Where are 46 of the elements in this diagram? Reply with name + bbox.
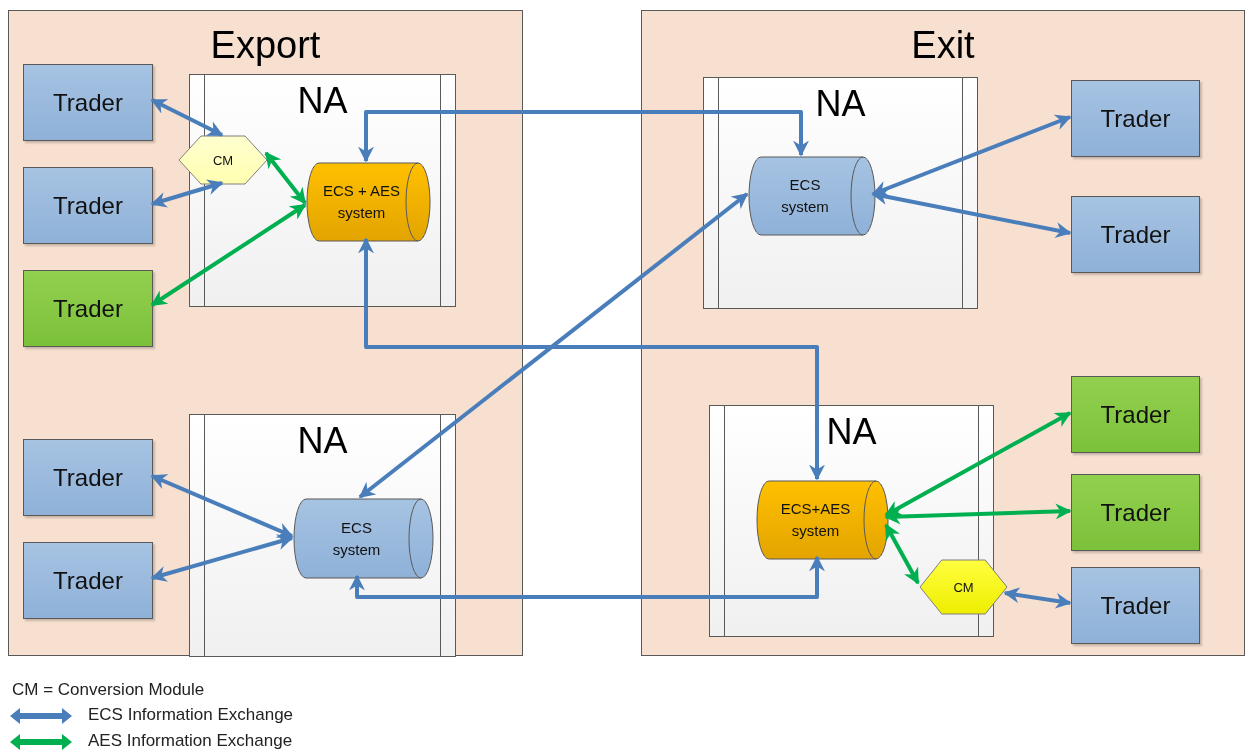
- arrow: [884, 503, 1072, 525]
- authority-box: [189, 74, 456, 307]
- box-heading: NA: [296, 81, 349, 121]
- system-cylinder: ECS + AES system: [307, 163, 430, 241]
- legend-note: CM = Conversion Module: [12, 680, 205, 700]
- trader-box: Trader: [23, 542, 153, 619]
- trader-box: Trader: [1071, 567, 1200, 644]
- trader-box: Trader: [1071, 474, 1200, 551]
- arrow: [264, 151, 307, 205]
- panel-title: Exit: [910, 23, 976, 67]
- region-panel: [641, 10, 1245, 656]
- system-cylinder: ECS system: [294, 499, 433, 578]
- arrow: [358, 237, 825, 481]
- trader-box: Trader: [23, 439, 153, 516]
- arrow: [150, 203, 307, 307]
- trader-box: Trader: [1071, 376, 1200, 453]
- module-hexagon: CM: [179, 136, 267, 184]
- module-hexagon: CM: [920, 560, 1007, 614]
- arrow: [1003, 587, 1072, 609]
- arrow: [150, 534, 294, 582]
- authority-box: [703, 77, 978, 309]
- box-heading: NA: [825, 412, 878, 452]
- arrow: [150, 474, 294, 538]
- authority-box: [189, 414, 456, 657]
- trader-box: Trader: [23, 64, 153, 141]
- arrow: [884, 523, 920, 585]
- system-cylinder: ECS system: [749, 157, 875, 235]
- region-panel: [8, 10, 523, 656]
- arrow: [871, 188, 1072, 239]
- box-heading: NA: [296, 421, 349, 461]
- trader-box: Trader: [23, 270, 153, 347]
- system-cylinder: ECS+AES system: [757, 481, 888, 559]
- box-heading: NA: [814, 84, 867, 124]
- legend-label: AES Information Exchange: [88, 731, 293, 751]
- arrow: [884, 411, 1072, 517]
- arrow: [150, 179, 224, 208]
- arrow: [150, 98, 224, 137]
- trader-box: Trader: [1071, 196, 1200, 273]
- arrow: [358, 110, 809, 163]
- arrow: [871, 114, 1072, 197]
- trader-box: Trader: [1071, 80, 1200, 157]
- trader-box: Trader: [23, 167, 153, 244]
- panel-title: Export: [209, 23, 322, 67]
- arrow: [349, 555, 825, 599]
- legend-label: ECS Information Exchange: [88, 705, 294, 725]
- arrow: [358, 192, 749, 499]
